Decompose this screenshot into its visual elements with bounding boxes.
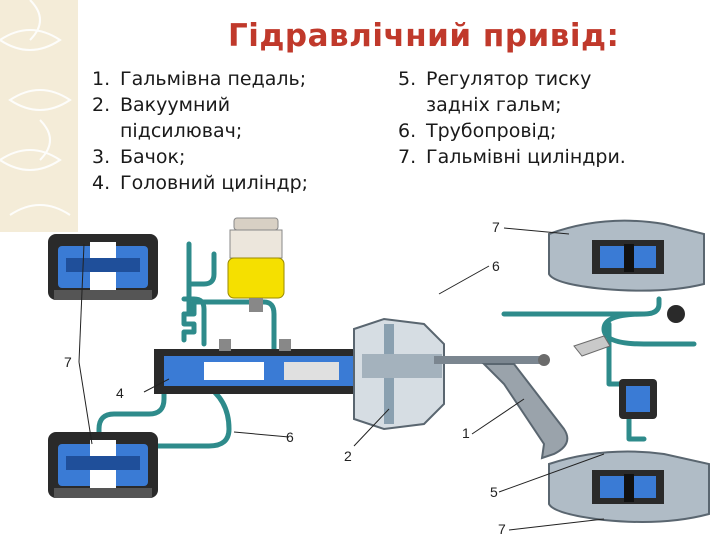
brake-cylinder-rear-right: [548, 450, 710, 523]
slide-title: Гідравлічний привід:: [228, 18, 620, 54]
list-item: 4.Головний циліндр;: [92, 172, 309, 194]
brake-cylinder-rear-left: [48, 432, 158, 498]
decorative-leaf-border: [0, 0, 78, 232]
brake-pedal: [481, 335, 611, 460]
list-item: 5.Регулятор тиску: [398, 68, 592, 90]
callout-label-7: 7: [492, 219, 500, 235]
hydraulic-brake-diagram: 7 6 7 4 6 2 1 5 7: [48, 217, 710, 537]
callout-label-1: 1: [462, 425, 470, 441]
callout-label-5: 5: [490, 484, 498, 500]
callout-label-7: 7: [64, 354, 72, 370]
callout-label-2: 2: [344, 448, 352, 464]
component-list-right: 5.Регулятор тиску задніх гальм; 6.Трубоп…: [398, 66, 626, 170]
brake-cylinder-front-left: [48, 234, 158, 300]
reservoir: [227, 217, 285, 312]
component-list-left: 1.Гальмівна педаль; 2.Вакуумний підсилюв…: [92, 66, 308, 196]
list-item: 2.Вакуумний: [92, 94, 231, 116]
callout-label-6: 6: [286, 429, 294, 445]
list-item: 6.Трубопровід;: [398, 120, 557, 142]
pressure-regulator: [619, 305, 685, 419]
callout-labels: 7 6 7 4 6 2 1 5 7: [64, 219, 506, 537]
list-item: 3.Бачок;: [92, 146, 186, 168]
callout-label-7: 7: [498, 521, 506, 537]
master-cylinder: [154, 339, 364, 394]
list-item: 7.Гальмівні циліндри.: [398, 146, 626, 168]
list-item: 1.Гальмівна педаль;: [92, 68, 307, 90]
list-item-continuation: підсилювач;: [120, 120, 243, 142]
brake-cylinder-front-right: [548, 219, 705, 292]
list-item-continuation: задніх гальм;: [426, 94, 562, 116]
callout-label-4: 4: [116, 385, 124, 401]
callout-label-6: 6: [492, 258, 500, 274]
vacuum-booster: [353, 317, 544, 431]
callout-leaders: [78, 227, 605, 531]
